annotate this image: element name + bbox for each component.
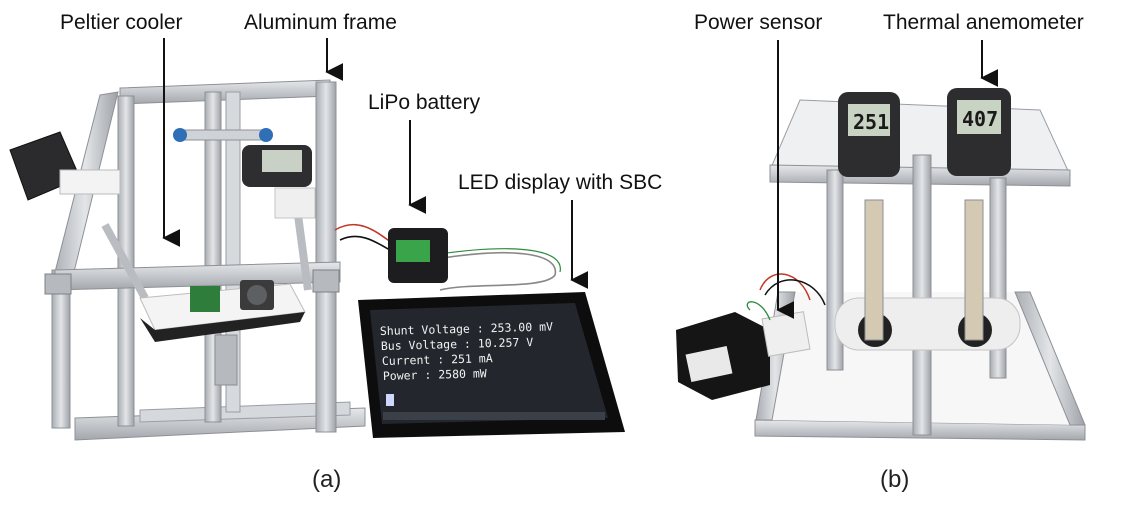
label-aluminum-frame: Aluminum frame [244, 11, 397, 34]
label-lipo-battery: LiPo battery [368, 91, 481, 114]
battery-pack-device [676, 312, 770, 400]
meter-left-device: 251 [838, 92, 900, 177]
display-line-2: Bus Voltage : 10.257 V [381, 335, 534, 353]
anemometer-top-device [242, 145, 316, 219]
display-line-1: Shunt Voltage : 253.00 mV [380, 319, 553, 338]
display-line-3: Current : 251 mA [382, 351, 493, 368]
caption-a: (a) [312, 466, 342, 493]
label-power-sensor: Power sensor [694, 11, 823, 34]
led-display-device: Shunt Voltage : 253.00 mV Bus Voltage : … [358, 292, 625, 438]
label-peltier-cooler: Peltier cooler [60, 11, 183, 34]
meter-right-reading: 407 [962, 107, 998, 131]
annotation-arrows [162, 38, 999, 319]
peltier-cooler-device [139, 280, 306, 386]
anemometer-left-device [9, 131, 121, 201]
display-line-4: Power : 2580 mW [383, 366, 487, 383]
label-thermal-anemometer: Thermal anemometer [883, 11, 1084, 34]
panel-b-setup: 251 407 [676, 88, 1086, 441]
label-led-display: LED display with SBC [458, 171, 663, 194]
caption-b: (b) [880, 466, 910, 493]
meter-left-reading: 251 [853, 110, 889, 134]
panel-a-setup: Shunt Voltage : 253.00 mV Bus Voltage : … [9, 79, 625, 441]
meter-right-device: 407 [947, 88, 1011, 176]
lipo-battery-device [388, 228, 448, 283]
